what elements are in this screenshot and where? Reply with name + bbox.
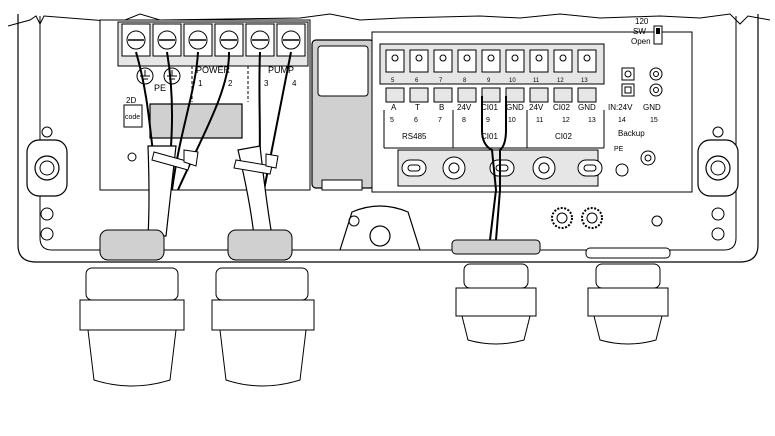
bot-num-13: 13 bbox=[588, 117, 596, 124]
ci01-label: CI01 bbox=[481, 132, 498, 141]
rotary-switch-icon bbox=[551, 207, 603, 229]
top-num-13: 13 bbox=[581, 78, 588, 84]
2d-code-top: 2D bbox=[126, 96, 136, 105]
sw-label: SW bbox=[633, 27, 646, 36]
cable-tie-icon bbox=[151, 149, 279, 175]
backup-label: Backup bbox=[618, 129, 645, 138]
top-num-12: 12 bbox=[557, 78, 564, 84]
screw-terminal-icon bbox=[385, 49, 597, 73]
pump-terminal-4: 4 bbox=[292, 79, 297, 88]
bot-num-14: 14 bbox=[618, 117, 626, 124]
socket-row bbox=[385, 87, 597, 103]
sw-open-label: Open bbox=[631, 37, 651, 46]
ci02-label: CI02 bbox=[555, 132, 572, 141]
dip-switch bbox=[653, 25, 663, 45]
bot-num-8: 8 bbox=[462, 117, 466, 124]
signal-ci01: CI01 bbox=[481, 103, 498, 112]
top-num-10: 10 bbox=[509, 78, 516, 84]
signal-24v-2: 24V bbox=[529, 103, 544, 112]
bot-num-6: 6 bbox=[414, 117, 418, 124]
top-num-8: 8 bbox=[463, 78, 467, 84]
2d-code-bottom: code bbox=[125, 114, 140, 121]
top-num-9: 9 bbox=[487, 78, 491, 84]
bot-num-11: 11 bbox=[536, 117, 543, 124]
power-label: POWER bbox=[196, 65, 231, 75]
power-pump-module: PE POWER 1 2 PUMP 3 4 2D code bbox=[99, 19, 311, 191]
bot-num-10: 10 bbox=[508, 117, 516, 124]
pe-label-right: PE bbox=[614, 146, 624, 153]
top-num-6: 6 bbox=[415, 78, 419, 84]
pump-terminal-3: 3 bbox=[264, 79, 269, 88]
power-terminal-2: 2 bbox=[228, 79, 233, 88]
signal-gnd-2: GND bbox=[578, 103, 596, 112]
pe-label-left: PE bbox=[154, 83, 166, 93]
gnd-backup-label: GND bbox=[643, 103, 661, 112]
signal-gnd-1: GND bbox=[506, 103, 524, 112]
enclosure bbox=[7, 13, 771, 263]
bot-num-15: 15 bbox=[650, 117, 658, 124]
rs485-label: RS485 bbox=[402, 132, 427, 141]
screw-terminal-icon bbox=[121, 23, 306, 57]
bot-num-12: 12 bbox=[562, 117, 570, 124]
signal-24v-1: 24V bbox=[457, 103, 472, 112]
pump-label: PUMP bbox=[268, 65, 294, 75]
signal-t: T bbox=[415, 103, 420, 112]
top-num-11: 11 bbox=[533, 78, 540, 84]
top-num-5: 5 bbox=[391, 78, 395, 84]
center-component bbox=[311, 39, 375, 191]
signal-module: 5 6 7 8 9 10 11 12 13 A T B 24V CI01 GND… bbox=[371, 17, 693, 229]
cable-gland-icon bbox=[79, 229, 671, 387]
2d-code-box bbox=[123, 104, 143, 128]
bot-num-5: 5 bbox=[390, 117, 394, 124]
label-plate bbox=[149, 103, 243, 139]
bot-num-7: 7 bbox=[438, 117, 442, 124]
signal-ci02: CI02 bbox=[553, 103, 570, 112]
bot-num-9: 9 bbox=[486, 117, 490, 124]
signal-b: B bbox=[439, 103, 444, 112]
sw-top-label: 120 bbox=[635, 17, 649, 26]
power-terminal-1: 1 bbox=[198, 79, 203, 88]
top-num-7: 7 bbox=[439, 78, 443, 84]
signal-a: A bbox=[391, 103, 397, 112]
in24v-label: IN:24V bbox=[608, 103, 633, 112]
